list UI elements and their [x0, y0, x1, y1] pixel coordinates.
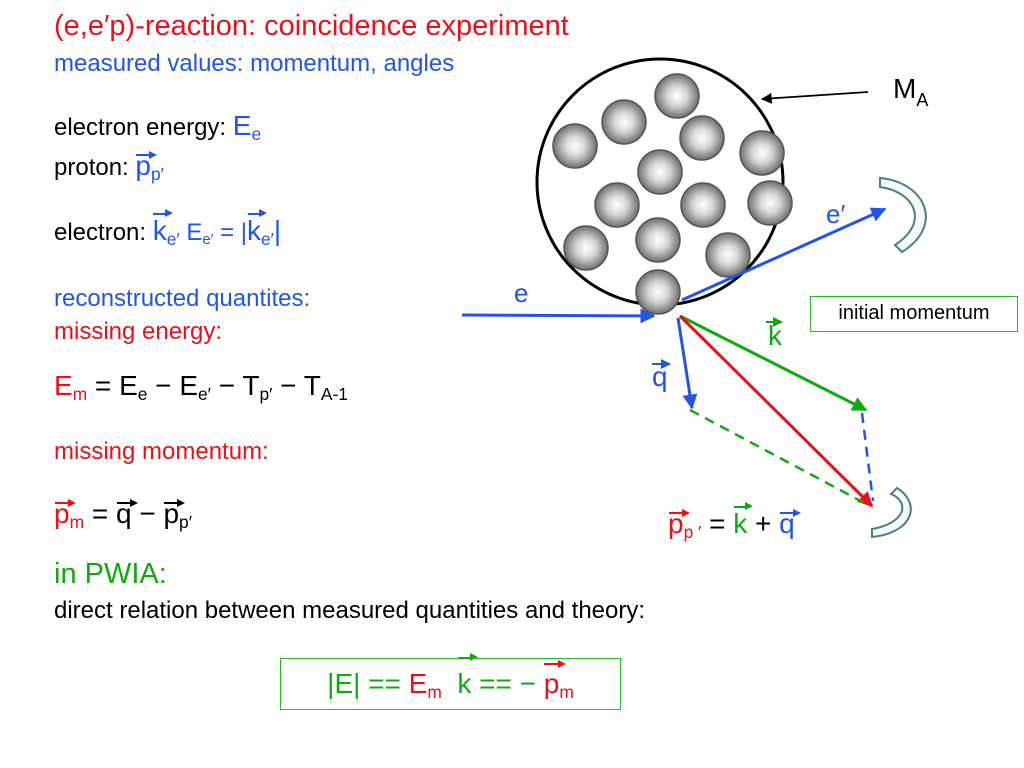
pwia-relation-box: |E| == Em k == − pm — [280, 652, 621, 710]
nucleons — [552, 73, 793, 315]
pwia-text: direct relation between measured quantit… — [54, 597, 646, 624]
pp-vector-arrow — [678, 314, 874, 508]
nucleon — [747, 180, 793, 226]
nucleon — [601, 99, 647, 145]
pwia-heading: in PWIA: — [54, 558, 167, 590]
nucleon — [679, 115, 725, 161]
proton-label: proton: — [54, 154, 129, 181]
nucleon — [680, 182, 726, 228]
missing-momentum-formula: pm = q − pp′ — [54, 498, 192, 532]
missing-energy-formula: Em = Ee − Ee′ − Tp′ − TA-1 — [54, 370, 348, 404]
pm-symbol: pm — [54, 498, 85, 532]
outgoing-electron-arrow — [681, 207, 887, 302]
proton-momentum-symbol: pp′ — [135, 150, 164, 184]
k-shifted-dashed-line — [689, 408, 871, 508]
nucleon — [594, 182, 640, 228]
nucleon — [635, 217, 681, 263]
outgoing-electron-label: e′ — [826, 199, 845, 229]
nucleon — [637, 149, 683, 195]
k-vector-arrow — [679, 314, 868, 412]
nucleon — [739, 130, 785, 176]
electron-label: electron: — [54, 219, 147, 246]
electron-momentum-formula: ke′ Ee′ = |ke′| — [152, 208, 282, 249]
initial-momentum-box: initial momentum — [810, 296, 1018, 332]
missing-energy-heading: missing energy: — [54, 318, 223, 345]
pp-relation-formula: pp ′ = k + q — [668, 501, 801, 542]
nucleus-label: MA — [893, 73, 928, 110]
electron-energy-symbol: Ee — [232, 110, 262, 144]
incoming-electron-label: e — [514, 278, 528, 308]
q-vector-arrow — [676, 317, 698, 410]
nucleon — [563, 225, 609, 271]
incoming-electron-arrow — [461, 308, 656, 324]
electron-energy-label: electron energy: — [54, 114, 227, 141]
proton-detector-icon — [871, 486, 912, 539]
page-subtitle: measured values: momentum, angles — [54, 50, 455, 77]
missing-momentum-heading: missing momentum: — [54, 438, 269, 465]
nucleon — [654, 73, 700, 119]
k-label: k — [768, 320, 783, 351]
nucleon — [635, 269, 681, 315]
reconstructed-heading: reconstructed quantites: — [54, 285, 311, 312]
proton-line: proton: pp′ — [54, 150, 164, 184]
electron-energy-line: electron energy: Ee — [54, 110, 262, 144]
nucleon — [705, 232, 751, 278]
nucleon — [552, 123, 598, 169]
electron-detector-icon — [879, 176, 927, 254]
q-label: q — [652, 361, 668, 392]
em-symbol: Em — [54, 370, 88, 404]
electron-line: electron: ke′ Ee′ = |ke′| — [54, 208, 282, 249]
q-shifted-dashed-line — [860, 412, 875, 502]
page-title: (e,e′p)-reaction: coincidence experiment — [54, 10, 569, 42]
nucleus-pointer-arrow — [760, 91, 869, 104]
